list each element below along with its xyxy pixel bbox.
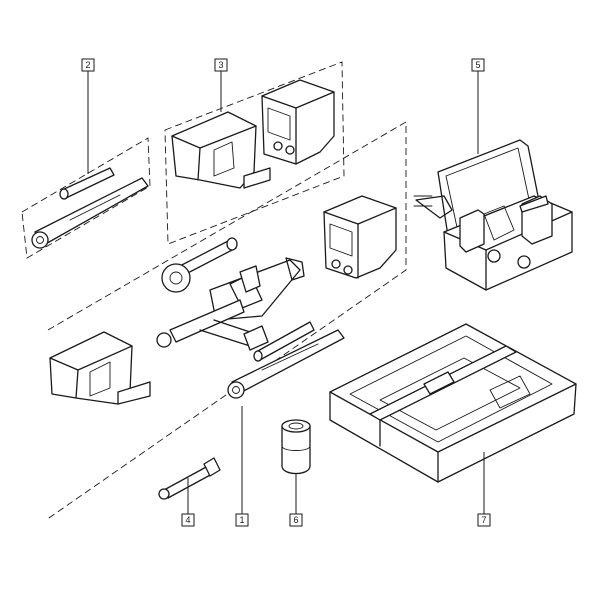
callout-label-1: 1 xyxy=(239,515,244,525)
callout-label-2: 2 xyxy=(85,60,90,70)
callout-5: 5 xyxy=(471,58,485,72)
callout-3: 3 xyxy=(214,58,228,72)
callout-4: 4 xyxy=(181,513,195,527)
callout-label-6: 6 xyxy=(293,515,298,525)
callout-7: 7 xyxy=(477,513,491,527)
callout-6: 6 xyxy=(289,513,303,527)
callout-label-3: 3 xyxy=(218,60,223,70)
tool-case-5 xyxy=(413,139,573,291)
socket-6 xyxy=(281,419,311,475)
scissor-jack xyxy=(156,237,305,351)
callout-1: 1 xyxy=(235,513,249,527)
leader-lines xyxy=(87,70,485,514)
group-outlines xyxy=(21,61,407,521)
storage-case-7 xyxy=(329,323,577,483)
callout-label-7: 7 xyxy=(481,515,486,525)
callout-label-4: 4 xyxy=(185,515,190,525)
wrench-set-2 xyxy=(31,167,149,249)
foam-holder-main xyxy=(323,195,397,279)
callout-2: 2 xyxy=(81,58,95,72)
callout-label-5: 5 xyxy=(475,60,480,70)
foam-holder-lower xyxy=(49,331,151,405)
foam-holder-3 xyxy=(171,79,335,189)
bolt-4 xyxy=(158,457,221,500)
wrench-set-main xyxy=(227,321,345,399)
